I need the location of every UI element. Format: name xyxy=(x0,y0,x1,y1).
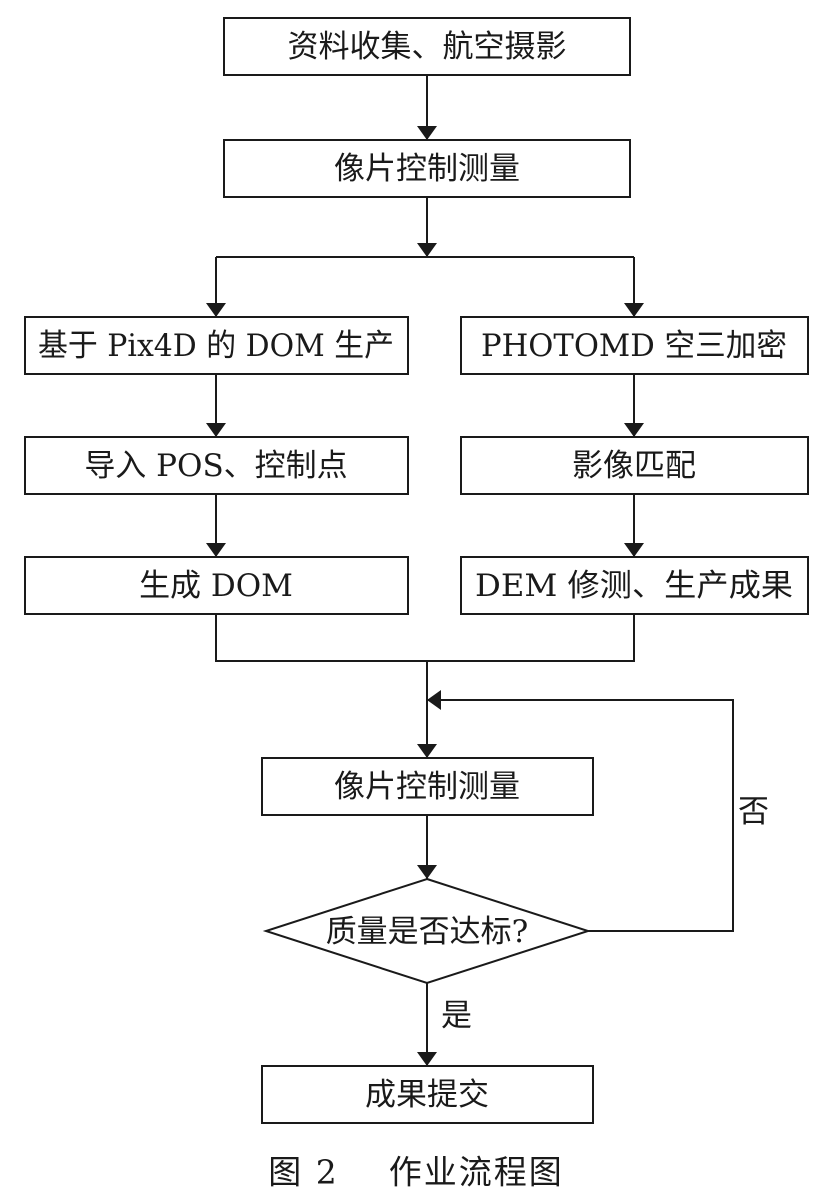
node-image-match-label: 影像匹配 xyxy=(572,448,696,484)
node-collect-label: 资料收集、航空摄影 xyxy=(288,29,567,65)
node-import-pos-label: 导入 POS、控制点 xyxy=(84,448,347,484)
node-gen-dom-label: 生成 DOM xyxy=(139,568,293,604)
node-dem-edit-label: DEM 修测、生产成果 xyxy=(475,568,793,604)
node-quality-check-label: 质量是否达标? xyxy=(326,914,529,950)
node-photo-control-2-label: 像片控制测量 xyxy=(334,769,520,805)
figure-caption: 图 2 作业流程图 xyxy=(268,1153,563,1192)
edge-label-yes: 是 xyxy=(441,998,472,1034)
node-photo-control-1-label: 像片控制测量 xyxy=(334,151,520,187)
merge-bar xyxy=(215,614,635,662)
edge-label-no: 否 xyxy=(738,794,769,830)
node-photomd-aerial-label: PHOTOMD 空三加密 xyxy=(481,328,787,364)
node-submit-label: 成果提交 xyxy=(365,1077,489,1113)
edge-check-no-loop xyxy=(427,690,734,932)
node-pix4d-dom-label: 基于 Pix4D 的 DOM 生产 xyxy=(38,328,394,364)
